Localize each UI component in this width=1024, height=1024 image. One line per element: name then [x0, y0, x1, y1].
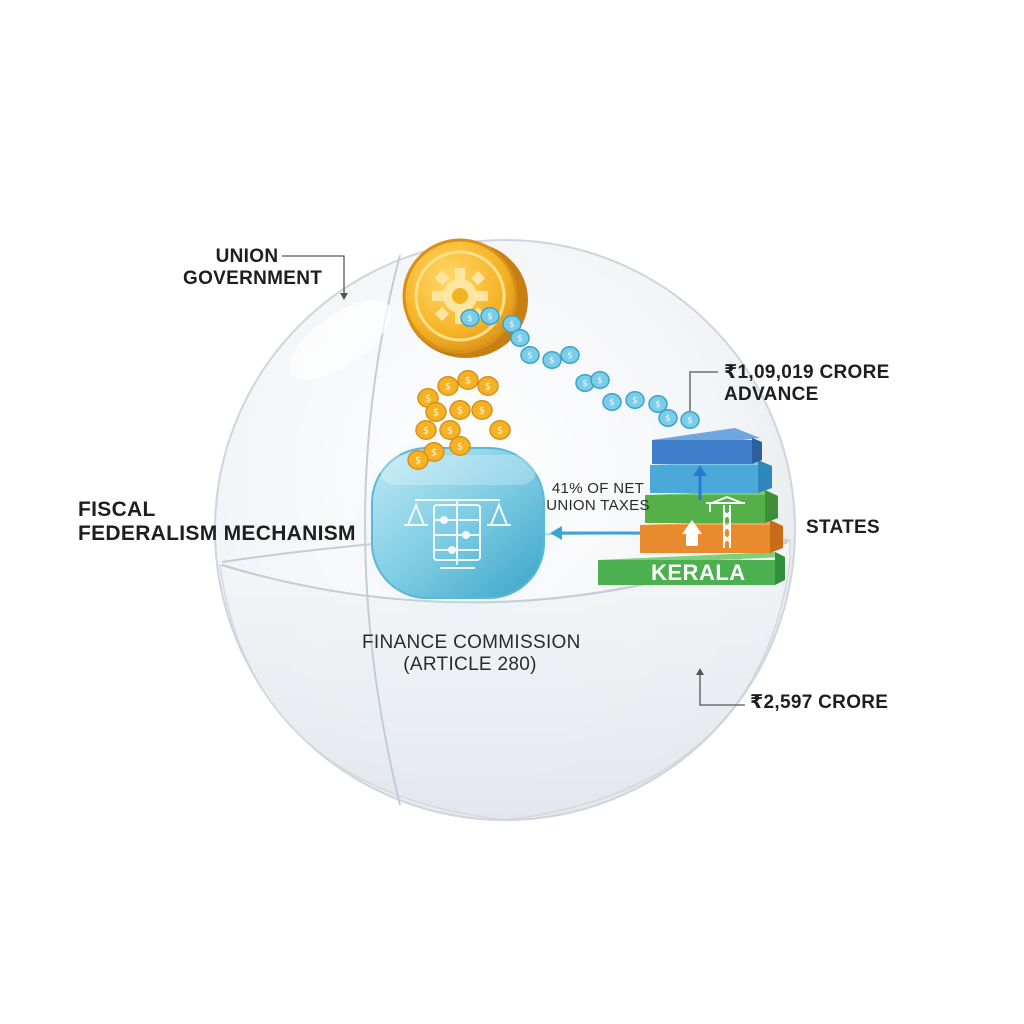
advance-line2: ADVANCE — [724, 383, 819, 405]
rupee-coin-icon: $ — [449, 400, 471, 420]
svg-text:$: $ — [582, 379, 588, 389]
rupee-coin-icon: $ — [510, 328, 530, 348]
union-government-label: UNION GOVERNMENT — [183, 246, 323, 290]
rupee-coin-icon: $ — [625, 390, 645, 410]
rupee-coin-icon: $ — [648, 394, 668, 414]
fiscal-line1: FISCAL — [78, 498, 156, 521]
svg-text:$: $ — [415, 456, 421, 467]
svg-text:$: $ — [665, 414, 671, 424]
svg-text:$: $ — [465, 376, 471, 387]
svg-text:$: $ — [567, 351, 573, 361]
tax-share-line2: UNION TAXES — [546, 497, 650, 515]
rupee-coin-icon: $ — [460, 308, 480, 328]
svg-text:$: $ — [687, 416, 693, 426]
rupee-coin-icon: $ — [520, 345, 540, 365]
svg-text:$: $ — [655, 400, 661, 410]
rupee-coin-icon: $ — [480, 306, 500, 326]
union-government-line2: GOVERNMENT — [183, 267, 323, 289]
blue-coin-chain: $$$$$$$$$$$$$$ — [460, 306, 700, 430]
kerala-amount-label: ₹2,597 CRORE — [750, 692, 889, 713]
svg-text:$: $ — [423, 426, 429, 437]
rupee-coin-icon: $ — [489, 420, 511, 440]
svg-text:$: $ — [457, 442, 463, 453]
falling-gold-coins: $$$$$$$$$$$$$ — [407, 370, 511, 470]
states-stack — [598, 428, 785, 585]
rupee-coin-icon: $ — [425, 402, 447, 422]
svg-text:$: $ — [487, 312, 493, 322]
svg-text:$: $ — [431, 448, 437, 459]
svg-text:$: $ — [457, 406, 463, 417]
tax-share-label: 41% OF NET UNION TAXES — [543, 480, 653, 515]
rupee-coin-icon: $ — [407, 450, 429, 470]
svg-text:$: $ — [549, 356, 555, 366]
svg-text:$: $ — [467, 314, 473, 324]
finance-commission-label: FINANCE COMMISSION (ARTICLE 280) — [362, 632, 581, 676]
svg-text:$: $ — [447, 426, 453, 437]
finance-commission-device — [348, 430, 568, 620]
rupee-coin-icon: $ — [437, 376, 459, 396]
construction-crane-icon — [706, 496, 745, 548]
rupee-coin-icon: $ — [680, 410, 700, 430]
finance-line2: (ARTICLE 280) — [403, 653, 537, 675]
balance-scale-abacus-icon — [404, 499, 511, 569]
svg-text:$: $ — [433, 408, 439, 419]
up-arrow-icon — [682, 465, 707, 546]
svg-text:$: $ — [632, 396, 638, 406]
svg-text:$: $ — [425, 394, 431, 405]
svg-text:$: $ — [509, 320, 515, 330]
states-label: STATES — [806, 517, 880, 538]
rupee-coin-icon: $ — [439, 420, 461, 440]
kerala-label: KERALA — [651, 560, 746, 585]
rupee-coin-icon: $ — [471, 400, 493, 420]
rupee-coin-icon: $ — [560, 345, 580, 365]
rupee-coin-icon: $ — [502, 314, 522, 334]
rupee-coin-icon: $ — [590, 370, 610, 390]
svg-text:$: $ — [497, 426, 503, 437]
svg-text:$: $ — [485, 382, 491, 393]
rupee-coin-icon: $ — [457, 370, 479, 390]
svg-text:$: $ — [527, 351, 533, 361]
fiscal-federalism-label: FISCAL FEDERALISM MECHANISM — [78, 498, 356, 546]
fiscal-line2: FEDERALISM MECHANISM — [78, 522, 356, 546]
rupee-coin-icon: $ — [477, 376, 499, 396]
svg-text:$: $ — [597, 376, 603, 386]
svg-text:$: $ — [479, 406, 485, 417]
rupee-coin-icon: $ — [449, 436, 471, 456]
rupee-coin-icon: $ — [415, 420, 437, 440]
svg-text:$: $ — [609, 398, 615, 408]
rupee-coin-icon: $ — [602, 392, 622, 412]
advance-amount-label: ₹1,09,019 CRORE ADVANCE — [724, 362, 890, 406]
finance-line1: FINANCE COMMISSION — [362, 632, 581, 653]
svg-text:$: $ — [517, 334, 523, 344]
tax-share-line1: 41% OF NET — [551, 480, 645, 497]
svg-text:$: $ — [445, 382, 451, 393]
rupee-coin-icon: $ — [542, 350, 562, 370]
rupee-coin-icon: $ — [658, 408, 678, 428]
advance-line1: ₹1,09,019 CRORE — [724, 362, 890, 383]
union-government-line1: UNION — [215, 246, 279, 267]
